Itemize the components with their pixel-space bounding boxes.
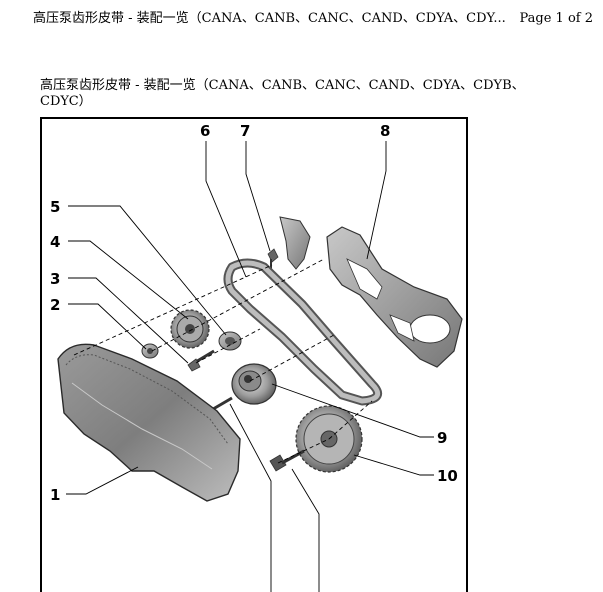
page-number: Page 1 of 2 xyxy=(519,11,593,26)
callout-2: 2 xyxy=(50,296,60,314)
callout-labels: 1 2 3 4 5 6 7 8 9 10 xyxy=(50,122,458,504)
callout-10: 10 xyxy=(437,467,458,485)
callout-6: 6 xyxy=(200,122,210,140)
callout-7: 7 xyxy=(240,122,250,140)
assembly-diagram-frame: 1 2 3 4 5 6 7 8 9 10 xyxy=(40,117,468,592)
callout-9: 9 xyxy=(437,429,447,447)
rear-cover-part-8 xyxy=(326,226,463,368)
bolt-part-3 xyxy=(187,349,215,372)
toothed-belt-part-6 xyxy=(223,258,383,406)
front-cover-part-1 xyxy=(57,343,241,502)
leader-lines xyxy=(66,141,434,592)
assembly-guide-lines xyxy=(73,258,373,464)
callout-4: 4 xyxy=(50,233,60,251)
roller-part-5 xyxy=(218,331,242,351)
gear-sprocket-part-4 xyxy=(170,309,210,349)
callout-1: 1 xyxy=(50,486,60,504)
callout-3: 3 xyxy=(50,270,60,288)
header-title: 高压泵齿形皮带 - 装配一览（CANA、CANB、CANC、CAND、CDYA、… xyxy=(33,11,506,26)
pump-pulley-part-10 xyxy=(269,405,363,473)
bracket-part-7 xyxy=(267,216,311,270)
belt-assembly-diagram: 1 2 3 4 5 6 7 8 9 10 xyxy=(50,122,463,592)
callout-5: 5 xyxy=(50,198,60,216)
document-title: 高压泵齿形皮带 - 装配一览（CANA、CANB、CANC、CAND、CDYA、… xyxy=(40,78,525,109)
callout-8: 8 xyxy=(380,122,390,140)
nut-part-2 xyxy=(141,343,159,359)
